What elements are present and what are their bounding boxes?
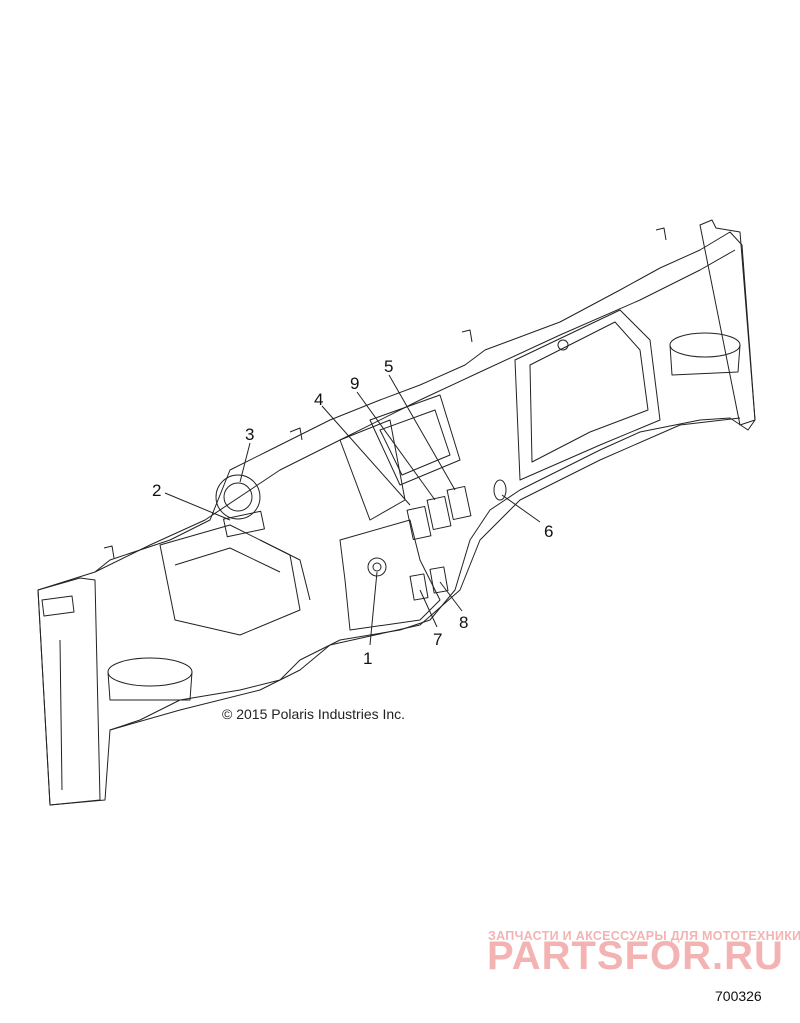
connector-6 — [493, 479, 507, 501]
leader-1 — [369, 571, 378, 646]
right-end-cap — [699, 219, 756, 426]
switch-4 — [406, 505, 432, 541]
copyright-notice: © 2015 Polaris Industries Inc. — [222, 706, 406, 722]
leader-8 — [439, 581, 463, 612]
switch-9 — [426, 495, 452, 531]
switch-7 — [409, 573, 429, 601]
glove-box — [514, 309, 661, 481]
callout-7: 7 — [433, 630, 442, 649]
leader-4 — [321, 405, 411, 506]
leader-5 — [388, 374, 456, 491]
leader-6 — [501, 494, 541, 523]
left-cup-holder — [107, 657, 193, 687]
callout-2: 2 — [152, 481, 161, 500]
display-opening — [369, 394, 461, 486]
center-panel — [339, 519, 441, 631]
callout-4: 4 — [314, 390, 323, 409]
leader-3 — [239, 442, 251, 483]
switch-8 — [429, 566, 449, 594]
switch-5 — [446, 485, 472, 521]
callout-3: 3 — [245, 425, 254, 444]
right-cup-holder — [669, 332, 741, 358]
callout-1: 1 — [363, 649, 372, 668]
left-storage-bin — [159, 524, 301, 636]
figure-number: 700326 — [715, 988, 762, 1004]
dashboard-outline — [37, 231, 756, 806]
leader-2 — [164, 492, 231, 521]
watermark-logo: PARTSFOR.RU — [487, 934, 784, 978]
gauge-3 — [215, 474, 261, 520]
callout-5: 5 — [384, 357, 393, 376]
watermark-tagline: ЗАПЧАСТИ И АКСЕССУАРЫ ДЛЯ МОТОТЕХНИКИ — [488, 929, 800, 943]
horn-button-2 — [223, 510, 265, 538]
callout-8: 8 — [459, 613, 468, 632]
callout-6: 6 — [544, 522, 553, 541]
callout-9: 9 — [350, 374, 359, 393]
leader-9 — [356, 391, 436, 501]
leader-7 — [419, 589, 438, 628]
left-end-cap — [37, 577, 101, 806]
